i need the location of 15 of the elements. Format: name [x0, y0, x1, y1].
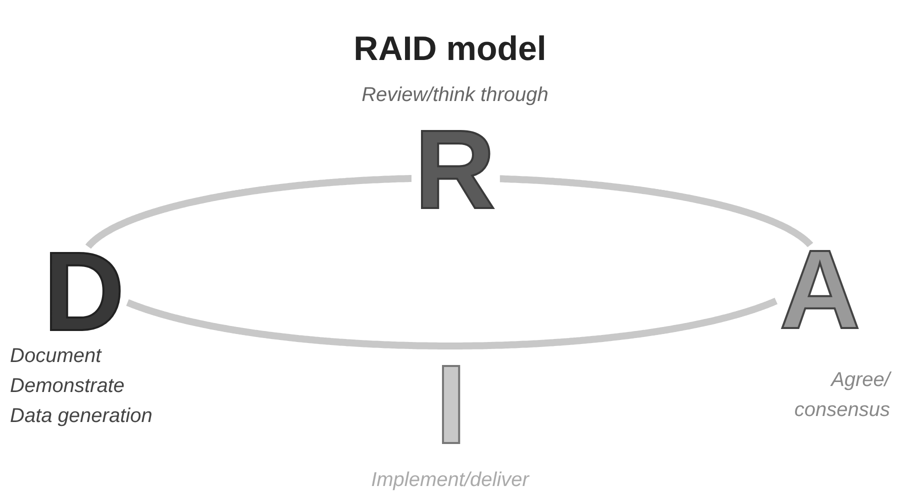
step-caption: Implement/deliver [370, 468, 530, 493]
step-caption: Data generation [10, 404, 154, 429]
model-letter: I [435, 363, 467, 447]
model-letter: A [780, 248, 860, 332]
title: RAID model [352, 30, 548, 69]
step-caption: Review/think through [360, 83, 550, 108]
step-caption: Document [10, 344, 103, 369]
step-caption: Demonstrate [10, 374, 126, 399]
model-letter: R [414, 128, 496, 212]
model-letter: D [44, 250, 124, 334]
ring-arc [125, 299, 452, 350]
ring-arc [498, 175, 814, 248]
ring-arc [448, 298, 779, 350]
step-caption: Agree/ consensus [793, 368, 890, 423]
ring-arc [85, 175, 414, 250]
